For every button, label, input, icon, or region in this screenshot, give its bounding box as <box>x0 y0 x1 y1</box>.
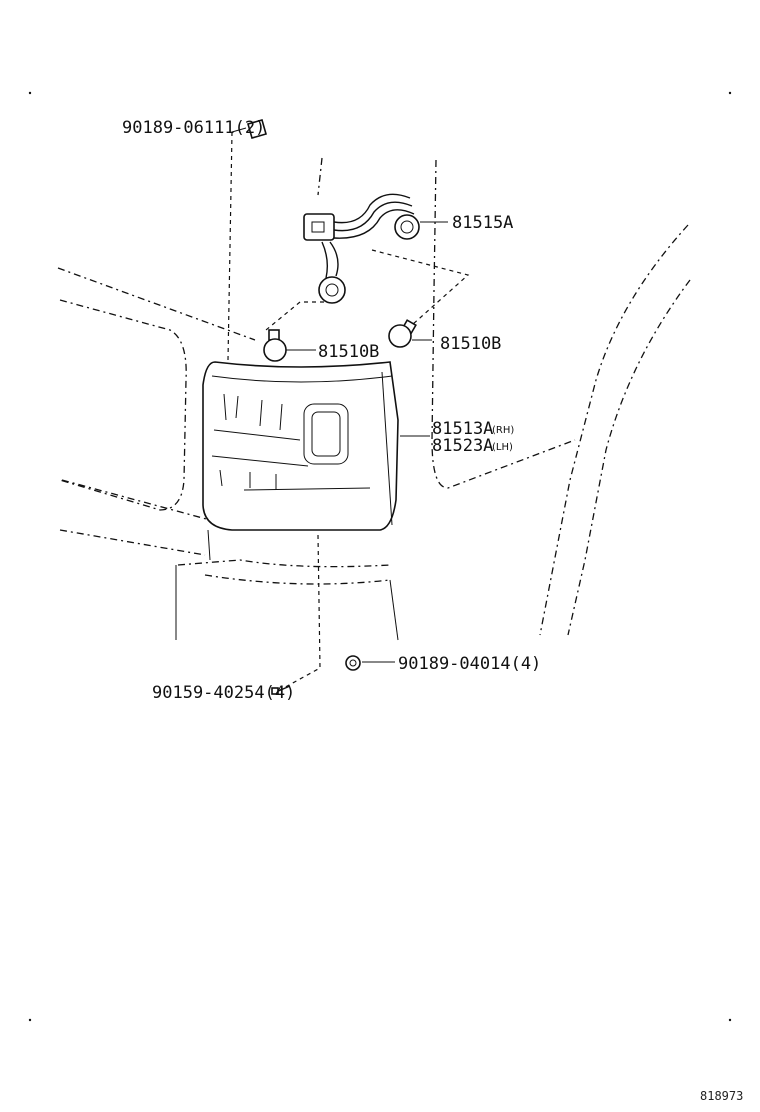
callout-bulb-right: 81510B <box>440 334 501 354</box>
leader-lines <box>227 127 470 691</box>
callout-lens-rh: 81513A <box>432 419 493 439</box>
callout-lens-rh-side: (RH) <box>492 425 514 436</box>
vehicle-body-outline <box>57 157 691 641</box>
registration-marks <box>28 91 732 1022</box>
callout-screw: 90159-40254(4) <box>152 683 295 703</box>
callout-lens-lh: 81523A <box>432 436 493 456</box>
callout-socket-wire: 81515A <box>452 213 513 233</box>
fasteners <box>247 119 361 695</box>
diagram-id: 818973 <box>700 1089 743 1103</box>
callout-clip: 90189-06111(2) <box>122 118 265 138</box>
callout-nut: 90189-04014(4) <box>398 654 541 674</box>
callout-lens-lh-side: (LH) <box>492 442 513 453</box>
socket-and-wire <box>303 193 420 304</box>
lamp-lens-assembly <box>202 361 399 531</box>
callout-bulb-left: 81510B <box>318 342 379 362</box>
bulbs <box>263 319 417 362</box>
